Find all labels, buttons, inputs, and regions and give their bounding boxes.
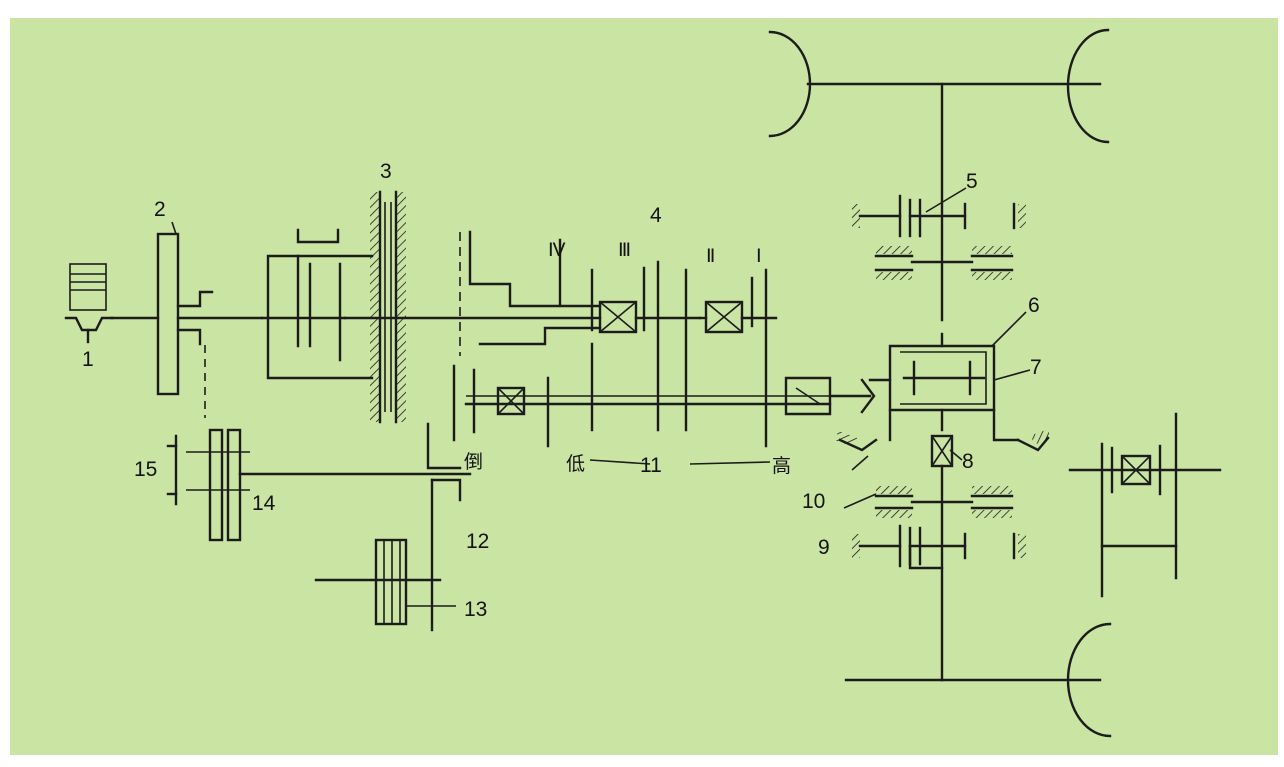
bevel-gear-10 [834, 429, 1052, 452]
rear-axle-lower [844, 544, 1112, 738]
label-15: 15 [134, 458, 157, 481]
differential-6-7 [868, 332, 1031, 442]
inset-gear-detail [1068, 412, 1222, 598]
label-4: 4 [650, 204, 662, 227]
leader-lines [171, 187, 1027, 509]
clutch-housing [260, 228, 374, 380]
gear-label-iv: Ⅳ [548, 239, 566, 261]
flywheel [156, 232, 264, 396]
label-1: 1 [82, 348, 94, 371]
label-2: 2 [154, 198, 166, 221]
engine-piston [64, 263, 114, 344]
gear-label-ii: Ⅱ [706, 245, 715, 267]
label-5: 5 [966, 170, 978, 193]
gear-label-i: Ⅰ [756, 245, 762, 267]
gear-hub-lower [478, 326, 602, 346]
brake-lower [852, 524, 1026, 568]
label-14: 14 [252, 492, 276, 515]
label-8: 8 [962, 450, 974, 473]
label-10: 10 [802, 490, 825, 513]
label-6: 6 [1028, 294, 1040, 317]
range-label-high: 高 [772, 455, 791, 477]
countershaft [464, 342, 876, 448]
label-9: 9 [818, 536, 830, 559]
brake-5 [852, 194, 1026, 238]
label-13: 13 [464, 598, 487, 621]
gear-label-iii: Ⅲ [618, 239, 631, 261]
disc-pack-3 [370, 190, 406, 424]
range-label-low: 低 [566, 453, 585, 475]
paper-background [10, 18, 1278, 755]
label-12: 12 [466, 530, 489, 553]
brake-shoes-lower [874, 486, 1014, 518]
gear-iv-hub [468, 230, 602, 308]
range-label-reverse: 倒 [464, 451, 483, 473]
label-3: 3 [380, 160, 392, 183]
reverse-pto-assembly [238, 364, 472, 632]
label-7: 7 [1030, 356, 1042, 379]
pto-clutch-14-15 [166, 428, 250, 542]
label-11: 11 [640, 454, 662, 477]
brake-shoes-upper [874, 246, 1014, 280]
